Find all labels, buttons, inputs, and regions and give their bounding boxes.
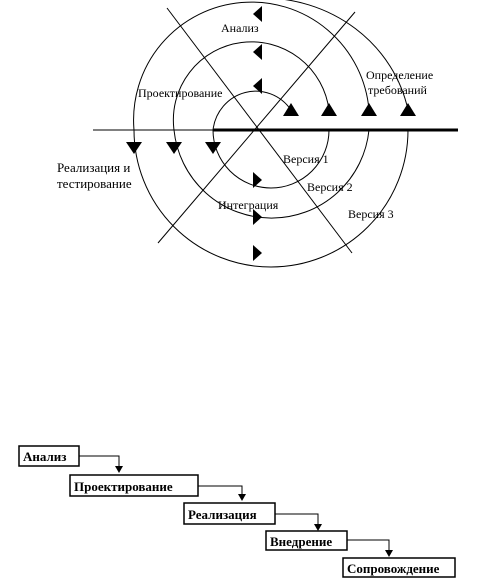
label-version-1: Версия 1 [283,152,329,166]
spiral-labels: Анализ Проектирование Определение требов… [57,21,433,221]
connector-arrow-1 [115,466,123,473]
label-analysis: Анализ [221,21,259,35]
label-version-3: Версия 3 [348,207,394,221]
label-integration: Интеграция [218,198,279,212]
label-requirements-2: требований [368,83,428,97]
spiral-model [93,0,458,268]
arrow-up-1 [283,103,299,116]
spiral-arrowheads [126,6,416,261]
connector-arrow-4 [385,550,393,557]
spiral-arc-6 [133,129,409,268]
stage-label-2: Проектирование [74,479,173,494]
stage-box-1: Анализ [18,445,80,467]
arrow-up-4 [400,103,416,116]
label-requirements-1: Определение [366,68,433,82]
stage-box-2: Проектирование [69,474,199,497]
stage-label-1: Анализ [23,449,67,464]
label-implementation-2: тестирование [57,176,132,191]
arrow-down-1 [126,142,142,154]
connector-arrow-2 [238,494,246,501]
label-implementation-1: Реализация и [57,160,130,175]
spiral-arc-1 [212,90,292,131]
spiral-arc-3 [172,41,330,131]
stage-box-4: Внедрение [265,530,348,551]
diagonal-line-right [157,11,356,244]
stage-box-3: Реализация [183,502,276,525]
spiral-arc-5 [133,1,370,131]
arrow-down-2 [166,142,182,154]
stage-label-4: Внедрение [270,534,332,549]
spiral-arc-7 [284,0,409,111]
arrow-up-2 [321,103,337,116]
connector-2 [198,485,243,500]
spiral-arc-4 [173,129,370,219]
arrow-left-2 [253,44,262,60]
arrow-right-3 [253,245,262,261]
arrow-left-3 [253,6,262,22]
connector-4 [347,539,390,556]
arrow-up-3 [361,103,377,116]
arrow-right-1 [253,172,262,188]
label-version-2: Версия 2 [307,180,353,194]
label-design: Проектирование [138,86,222,100]
arrow-left-1 [253,78,262,94]
arrow-down-3 [205,142,221,154]
arrow-right-2 [253,209,262,225]
connector-1 [79,455,120,472]
stage-box-5: Сопровождение [342,557,456,578]
stage-label-5: Сопровождение [347,561,440,576]
waterfall-model: Анализ Проектирование Реализация Внедрен… [18,445,456,578]
connector-3 [275,513,319,530]
stage-label-3: Реализация [188,507,257,522]
spiral-arc-2 [212,129,330,189]
connector-arrow-3 [314,524,322,531]
